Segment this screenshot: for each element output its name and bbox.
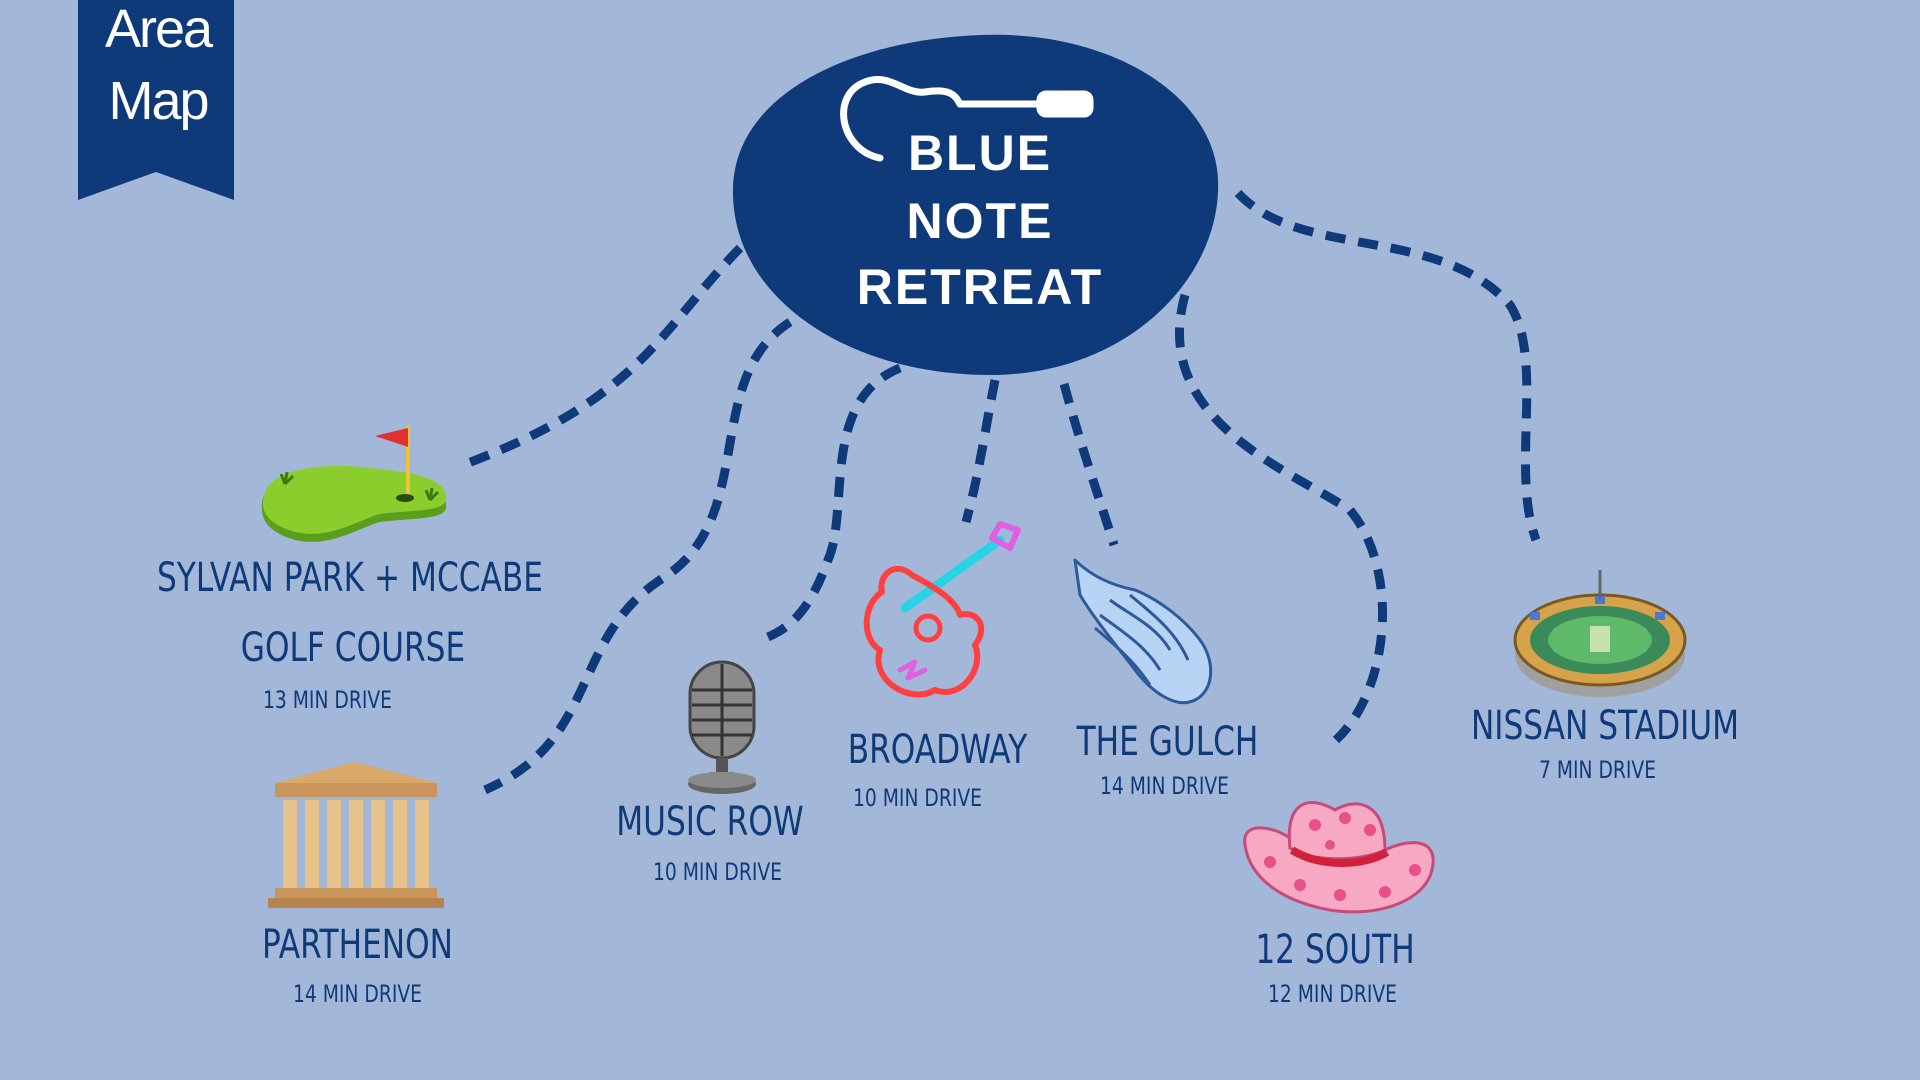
place-drive-parthenon: 14 MIN DRIVE	[293, 980, 422, 1008]
golf-green-icon	[261, 425, 447, 542]
place-name-gulch: THE GULCH	[1076, 719, 1259, 765]
ribbon-line-1: Area	[104, 0, 213, 59]
hub-title-line-2: NOTE	[906, 193, 1054, 249]
hub-title-line-1: BLUE	[907, 125, 1053, 181]
guitar-icon	[840, 76, 1094, 162]
area-map-ribbon	[78, 0, 234, 200]
place-name-sylvan-line-2: GOLF COURSE	[240, 625, 466, 671]
place-drive-broadway: 10 MIN DRIVE	[853, 784, 982, 812]
place-drive-twelvesouth: 12 MIN DRIVE	[1268, 980, 1397, 1008]
place-drive-sylvan: 13 MIN DRIVE	[263, 686, 392, 714]
hub-blob	[732, 34, 1219, 375]
place-name-twelvesouth: 12 SOUTH	[1255, 927, 1415, 973]
connector-parthenon	[483, 318, 793, 795]
connector-broadway	[961, 379, 1000, 524]
place-name-musicrow: MUSIC ROW	[616, 799, 804, 845]
ribbon-line-2: Map	[108, 71, 209, 131]
parthenon-icon	[268, 762, 444, 908]
connector-gulch	[1059, 382, 1119, 547]
neon-guitar-icon	[863, 521, 1021, 698]
place-name-broadway: BROADWAY	[847, 727, 1028, 773]
microphone-icon	[688, 660, 756, 794]
place-name-nissan: NISSAN STADIUM	[1470, 703, 1740, 749]
connector-nissan	[1234, 189, 1541, 542]
connector-twelvesouth	[1174, 293, 1387, 744]
connector-sylvan	[458, 244, 744, 471]
place-name-sylvan-line-1: SYLVAN PARK + MCCABE	[156, 555, 544, 601]
stadium-icon	[1513, 570, 1687, 697]
cowboy-hat-icon	[1243, 801, 1435, 914]
hub-title-line-3: RETREAT	[856, 259, 1104, 315]
place-drive-nissan: 7 MIN DRIVE	[1538, 756, 1657, 784]
place-drive-musicrow: 10 MIN DRIVE	[653, 858, 782, 886]
connector-musicrow	[758, 363, 902, 645]
place-drive-gulch: 14 MIN DRIVE	[1100, 772, 1229, 800]
place-name-parthenon: PARTHENON	[261, 922, 454, 968]
wing-icon	[1073, 558, 1213, 705]
